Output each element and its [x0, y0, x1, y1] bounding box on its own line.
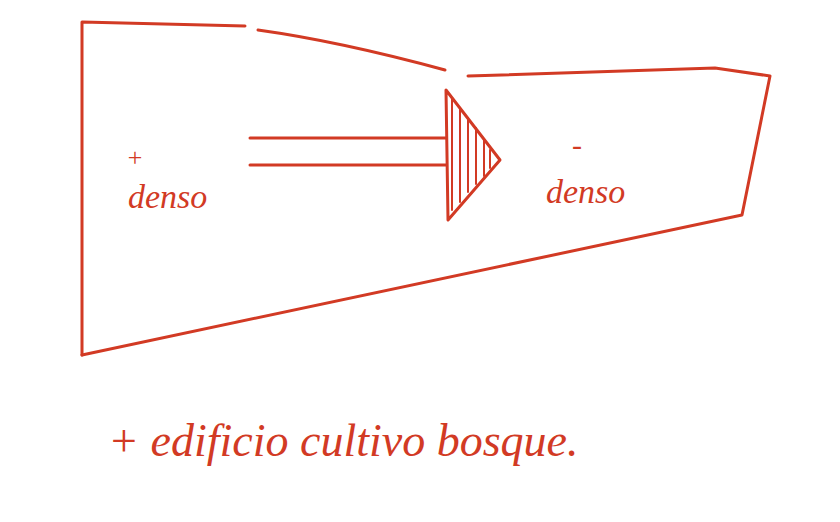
plus-sign: +: [126, 145, 144, 171]
arrow-shaft: [250, 137, 446, 140]
region-outline: [258, 30, 445, 70]
arrow-shaft: [250, 164, 446, 167]
region-outline: [82, 22, 245, 355]
region-label: denso: [128, 180, 207, 214]
arrow-hatch: [452, 98, 490, 210]
region-label: denso: [546, 175, 625, 209]
region-outline: [82, 68, 770, 355]
minus-sign: -: [572, 130, 582, 160]
note-text: + edificio cultivo bosque.: [108, 418, 579, 464]
arrow-head: [446, 90, 500, 220]
